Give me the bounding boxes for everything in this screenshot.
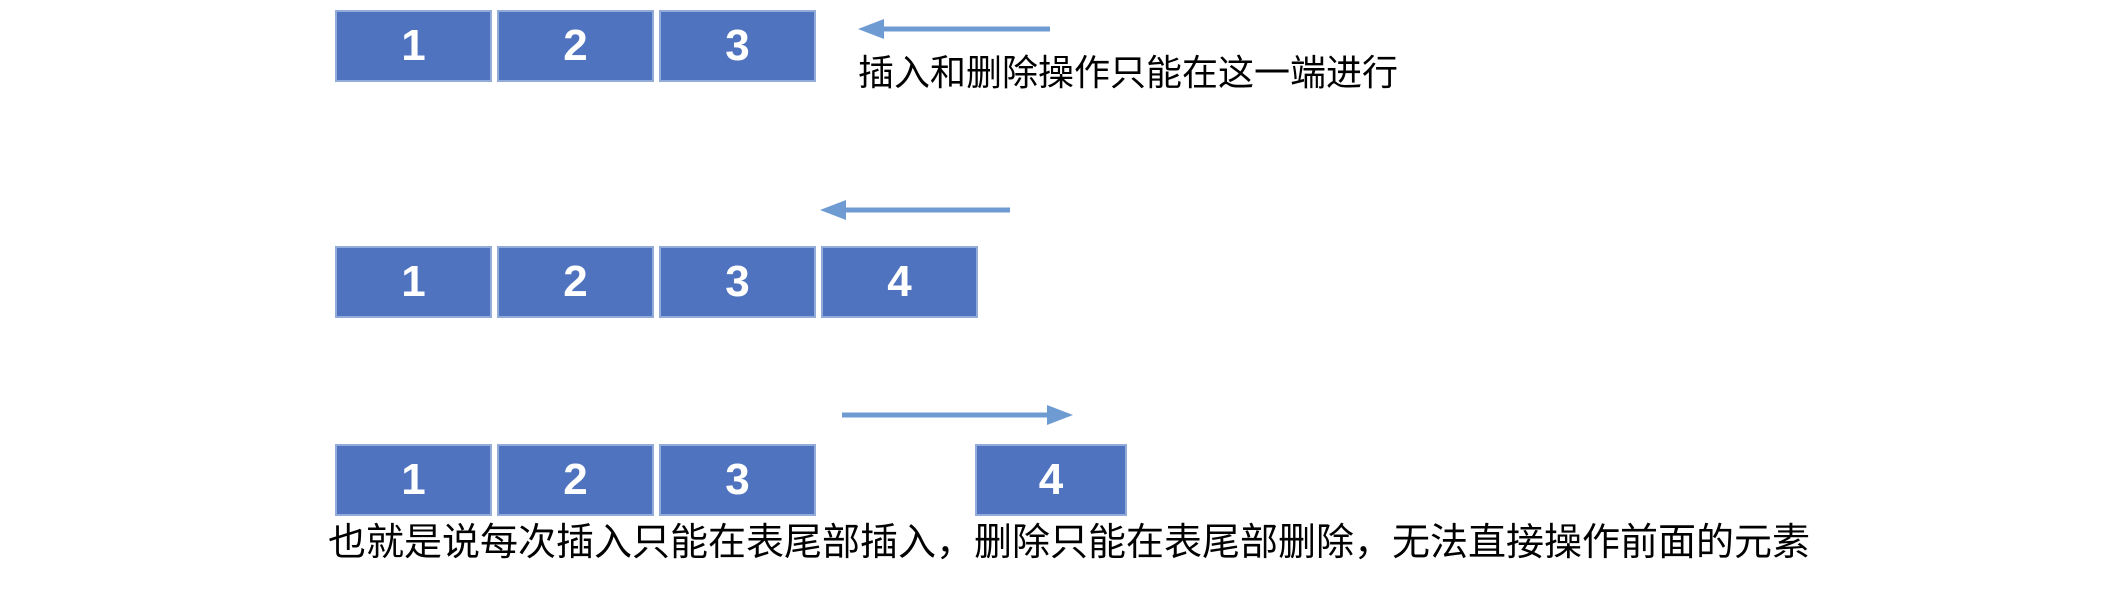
bottom-caption: 也就是说每次插入只能在表尾部插入，删除只能在表尾部删除，无法直接操作前面的元素: [328, 522, 1811, 564]
array-cell: 3: [659, 246, 816, 318]
cell-value: 4: [1038, 455, 1064, 504]
arrow-left-icon: [858, 19, 1050, 39]
array-cell: 2: [497, 444, 654, 516]
array-cell: 1: [335, 444, 492, 516]
cell-value: 2: [563, 21, 588, 70]
array-cell: 2: [497, 10, 654, 82]
detached-array-cell: 4: [975, 444, 1127, 516]
cell-value: 2: [563, 455, 588, 504]
array-cell: 4: [821, 246, 978, 318]
array-cell: 1: [335, 246, 492, 318]
arrow-right-icon: [842, 405, 1073, 425]
array-cell: 1: [335, 10, 492, 82]
cell-value: 1: [401, 21, 426, 70]
cell-value: 3: [725, 21, 750, 70]
cell-value: 1: [401, 257, 426, 306]
cell-value: 4: [887, 257, 912, 306]
array-cell: 3: [659, 10, 816, 82]
array-cell: 3: [659, 444, 816, 516]
cell-value: 1: [401, 455, 426, 504]
top-caption: 插入和删除操作只能在这一端进行: [858, 52, 1399, 93]
array-row-1: 1 2 3: [335, 10, 816, 82]
array-cell: 2: [497, 246, 654, 318]
array-row-3: 1 2 3: [335, 444, 816, 516]
cell-value: 3: [725, 257, 750, 306]
array-row-2: 1 2 3 4: [335, 246, 978, 318]
arrow-left-icon: [820, 200, 1010, 220]
cell-value: 2: [563, 257, 588, 306]
cell-value: 3: [725, 455, 750, 504]
